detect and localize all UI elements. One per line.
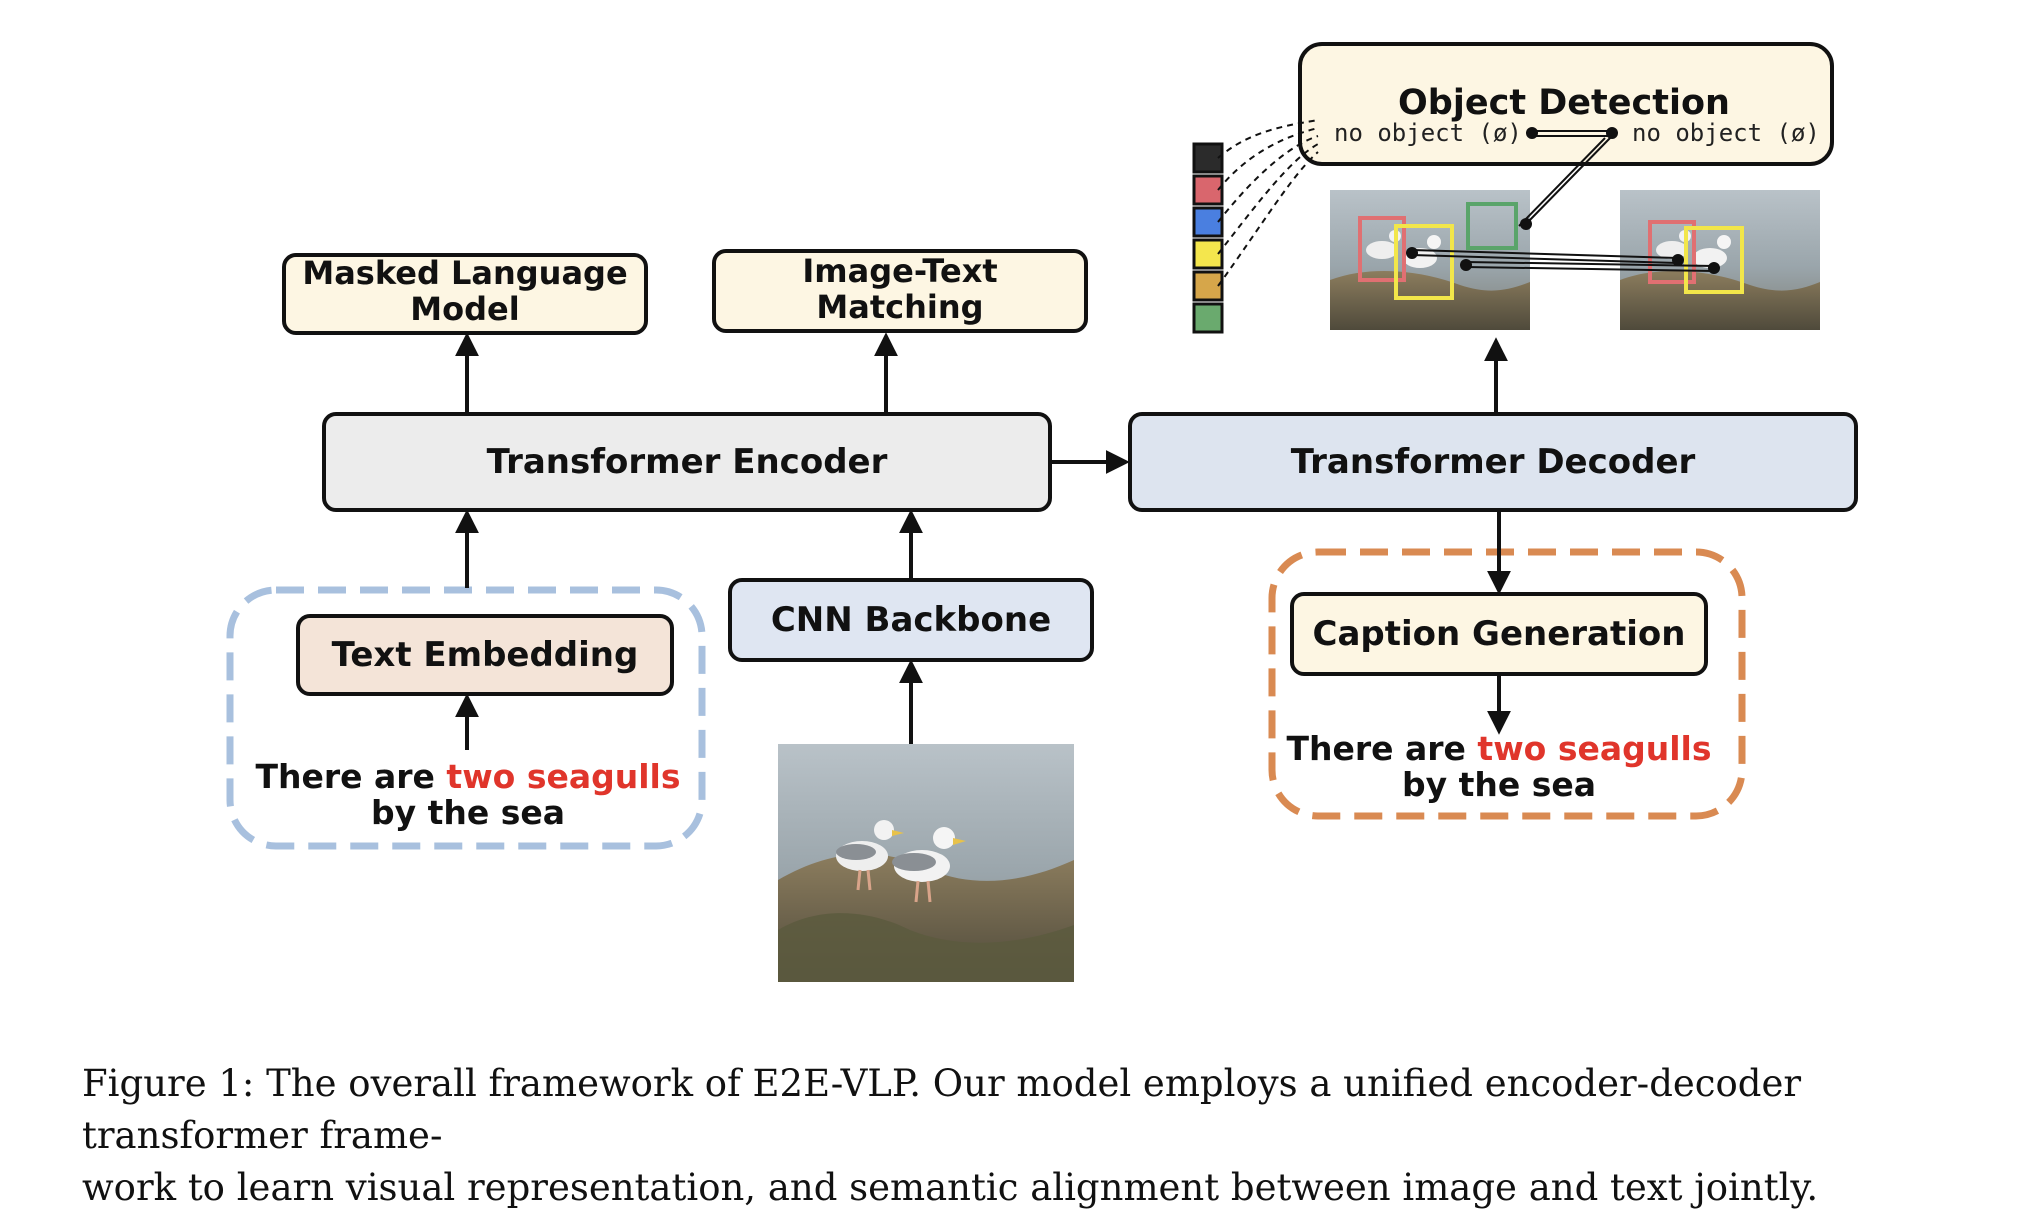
object-detection-label: Object Detection <box>1398 83 1730 123</box>
masked-language-model-box: Masked Language Model <box>282 253 648 335</box>
text-embedding-box: Text Embedding <box>296 614 674 696</box>
query-swatch <box>1192 302 1224 334</box>
caption-line2: work to learn visual representation, and… <box>82 1166 1819 1209</box>
no-object-left-label: no object (ø) <box>1334 119 1522 147</box>
gt-box-red <box>1648 220 1696 284</box>
output-dashed-group <box>1268 548 1746 820</box>
query-swatch <box>1192 206 1224 238</box>
itm-label-line2: Matching <box>816 288 983 326</box>
object-detection-box: Object Detection no object (ø) no object… <box>1298 42 1834 166</box>
pred-box-yellow <box>1394 224 1454 300</box>
ground-truth-detection-image <box>1620 190 1820 330</box>
cnn-backbone-box: CNN Backbone <box>728 578 1094 662</box>
output-sentence-line1: There are two seagulls <box>1286 729 1711 768</box>
figure-caption: Figure 1: The overall framework of E2E-V… <box>82 1058 2017 1214</box>
gt-box-yellow <box>1684 226 1744 294</box>
input-sentence-line2: by the sea <box>371 793 565 832</box>
object-query-swatches <box>1192 142 1224 334</box>
cnn-backbone-label: CNN Backbone <box>771 600 1051 640</box>
itm-label-line1: Image-Text <box>802 252 997 290</box>
query-swatch <box>1192 270 1224 302</box>
query-swatch <box>1192 174 1224 206</box>
pred-box-green <box>1466 202 1518 250</box>
no-object-right-label: no object (ø) <box>1632 119 1820 147</box>
transformer-encoder-box: Transformer Encoder <box>322 412 1052 512</box>
masked-lm-label-line2: Model <box>410 290 519 328</box>
caption-generation-label: Caption Generation <box>1313 614 1686 654</box>
framework-diagram: Masked Language Model Image-Text Matchin… <box>226 42 1858 982</box>
input-sentence-line1: There are two seagulls <box>255 757 680 796</box>
masked-lm-label-line1: Masked Language <box>302 254 627 292</box>
pred-box-red <box>1358 216 1406 282</box>
image-text-matching-box: Image-Text Matching <box>712 249 1088 333</box>
text-embedding-label: Text Embedding <box>332 635 639 675</box>
input-dashed-group <box>226 586 706 850</box>
output-sentence-line2: by the sea <box>1402 765 1596 804</box>
predicted-detection-image <box>1330 190 1530 330</box>
caption-line1: Figure 1: The overall framework of E2E-V… <box>82 1062 1802 1157</box>
bipartite-matching-lines <box>1411 135 1715 272</box>
query-swatch <box>1192 238 1224 270</box>
caption-generation-box: Caption Generation <box>1290 592 1708 676</box>
matching-endpoints <box>1406 218 1720 274</box>
query-swatch <box>1192 142 1224 174</box>
transformer-decoder-box: Transformer Decoder <box>1128 412 1858 512</box>
encoder-label: Transformer Encoder <box>487 442 888 482</box>
decoder-label: Transformer Decoder <box>1291 442 1696 482</box>
query-connectors <box>1217 119 1319 287</box>
input-seagull-image <box>778 744 1074 982</box>
